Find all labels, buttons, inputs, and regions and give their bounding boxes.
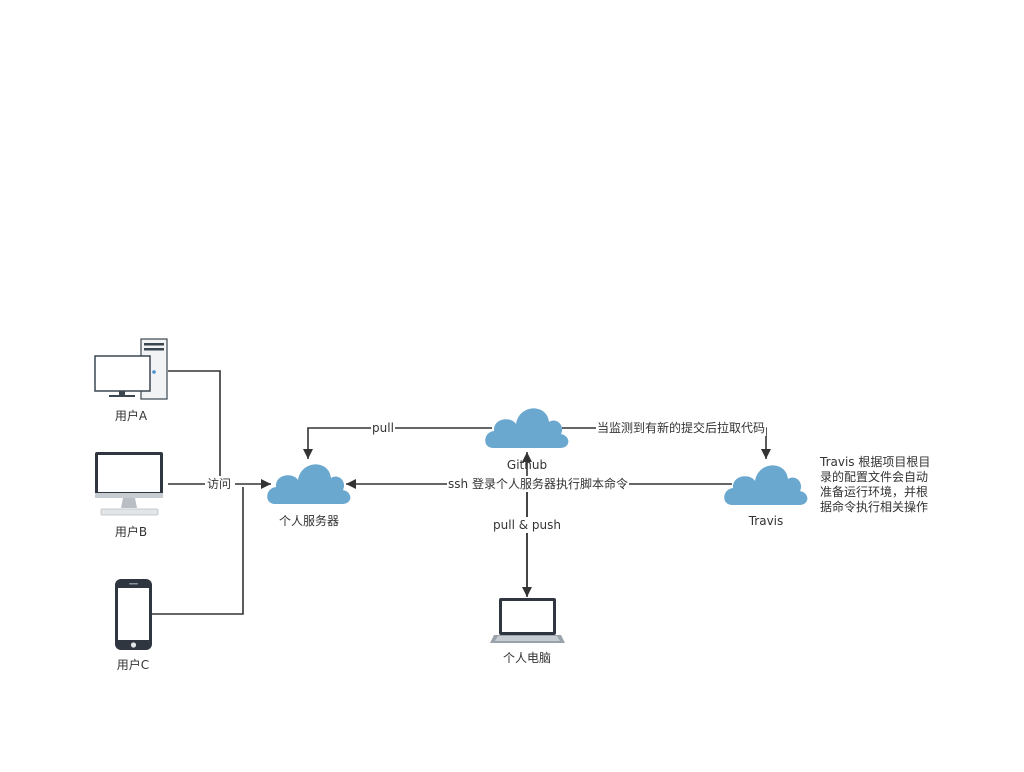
visit-edge-label: 访问 — [205, 476, 233, 492]
github-cloud-icon — [485, 408, 569, 448]
connectors — [152, 370, 771, 615]
laptop-icon — [490, 598, 565, 643]
edge-github-pull-server — [303, 427, 492, 459]
github-label: Github — [506, 458, 548, 472]
pull-push-edge-label: pull & push — [492, 517, 562, 533]
pull-edge-label: pull — [371, 420, 395, 436]
user-b-label: 用户B — [114, 525, 148, 539]
ssh-edge-label: ssh 登录个人服务器执行脚本命令 — [447, 476, 629, 492]
server-label: 个人服务器 — [278, 514, 340, 528]
desktop-pc-icon — [94, 338, 168, 400]
server-cloud-icon — [267, 464, 351, 504]
user-c-label: 用户C — [116, 658, 150, 672]
travis-note: Travis 根据项目根目录的配置文件会自动准备运行环境，并根据命令执行相关操作 — [820, 455, 931, 514]
edge-user-a — [168, 370, 221, 476]
edge-user-c — [152, 487, 244, 615]
travis-label: Travis — [748, 514, 784, 528]
pc-label: 个人电脑 — [502, 651, 552, 665]
smartphone-icon — [115, 579, 152, 650]
travis-cloud-icon — [724, 465, 808, 505]
monitor-icon — [95, 452, 163, 516]
detect-edge-label: 当监测到有新的提交后拉取代码 — [595, 420, 767, 436]
user-a-label: 用户A — [114, 409, 148, 423]
